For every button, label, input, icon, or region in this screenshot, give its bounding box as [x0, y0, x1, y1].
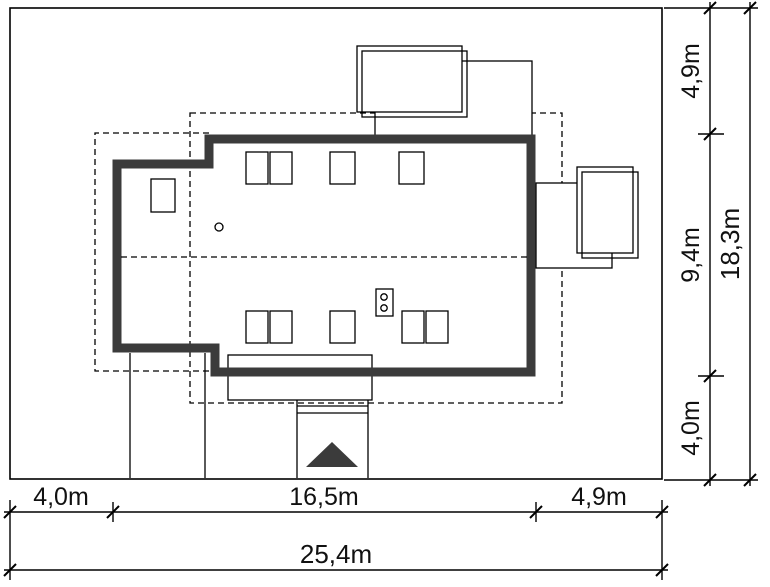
dim-tick [529, 505, 543, 519]
roof-window [329, 151, 356, 185]
dim-tick [703, 127, 717, 141]
dormer-right-offset-line [581, 171, 639, 259]
house-footprint-fill [117, 139, 531, 372]
flue-circle-icon [214, 222, 224, 232]
roof-window [425, 310, 449, 344]
dim-tick [703, 369, 717, 383]
dormer-right-small [576, 166, 634, 254]
roof-window [329, 310, 356, 344]
entrance-porch [227, 354, 373, 401]
dim-bottom-total: 25,4m [3, 539, 669, 577]
house-walls [112, 134, 536, 377]
dim-tick [655, 563, 669, 577]
dim-tick [703, 1, 717, 15]
dim-bottom-segment-1-label: 16,5m [289, 483, 358, 511]
dim-right-segments: 4,9m 9,4m 4,0m [664, 1, 758, 487]
chimney-flue-icon [380, 293, 388, 301]
dim-right-total: 18,3m [715, 1, 757, 487]
roof-window [245, 151, 269, 185]
roof-window [398, 151, 425, 185]
dim-bottom-segments: 4,0m 16,5m 4,9m [3, 483, 669, 580]
dormer-top-offset-line [361, 50, 468, 118]
roof-window [269, 151, 293, 185]
entrance-arrow [306, 442, 358, 467]
chimney-block [375, 288, 394, 317]
dim-tick [655, 505, 669, 519]
dim-right-segment-0-label: 4,9m [677, 43, 705, 99]
dim-bottom-total-label: 25,4m [300, 539, 372, 569]
roof-window [150, 178, 176, 213]
chimney-flue-icon [380, 304, 388, 312]
dim-tick [3, 563, 17, 577]
dim-tick [106, 505, 120, 519]
roof-window [401, 310, 425, 344]
dim-tick [743, 1, 757, 15]
dim-tick [743, 473, 757, 487]
dim-bottom-segment-2-label: 4,9m [571, 483, 627, 511]
dim-right-segment-2-label: 4,0m [677, 400, 705, 456]
dim-right-total-label: 18,3m [715, 208, 745, 280]
dim-right-segment-1-label: 9,4m [677, 227, 705, 283]
dormer-top-small [356, 45, 463, 113]
dim-tick [703, 473, 717, 487]
roof-window [269, 310, 293, 344]
dim-bottom-segment-0-label: 4,0m [33, 483, 89, 511]
roof-window [245, 310, 269, 344]
dim-tick [3, 505, 17, 519]
roof-outline-wing [94, 132, 209, 372]
